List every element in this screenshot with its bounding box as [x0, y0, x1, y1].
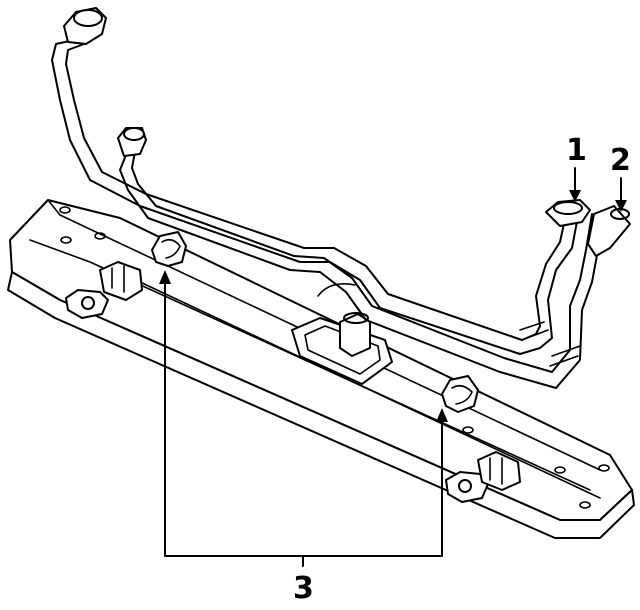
cooler-line-lower-inner	[131, 145, 593, 373]
cooler-line-inner	[65, 43, 567, 341]
callout-3-leader	[159, 270, 448, 567]
callout-2-leader	[615, 177, 627, 212]
upper-line-fitting	[63, 7, 107, 45]
lower-line-fitting	[117, 127, 147, 157]
mount-hole	[579, 501, 591, 509]
callout-1-leader	[569, 167, 581, 202]
line-clip-right	[441, 375, 479, 413]
line-end-cap	[545, 199, 591, 227]
hose-end	[587, 205, 631, 257]
mount-hole	[60, 236, 72, 244]
center-bracket	[291, 312, 393, 385]
crossmember-front-face	[7, 271, 635, 539]
line-clip-left	[151, 231, 187, 267]
cooler-line-outer	[51, 39, 579, 355]
mount-hole	[598, 464, 610, 472]
callout-3-label: 3	[293, 571, 314, 606]
mount-hole	[554, 466, 566, 474]
cooler-line-lower-outer	[119, 149, 607, 389]
mount-hole	[59, 206, 71, 214]
left-mount-tab	[65, 261, 143, 319]
right-mount-tab	[445, 451, 521, 503]
callout-2-label: 2	[610, 143, 631, 178]
mount-hole	[94, 232, 106, 240]
mount-hole	[462, 426, 474, 434]
callout-1-label: 1	[566, 133, 587, 168]
